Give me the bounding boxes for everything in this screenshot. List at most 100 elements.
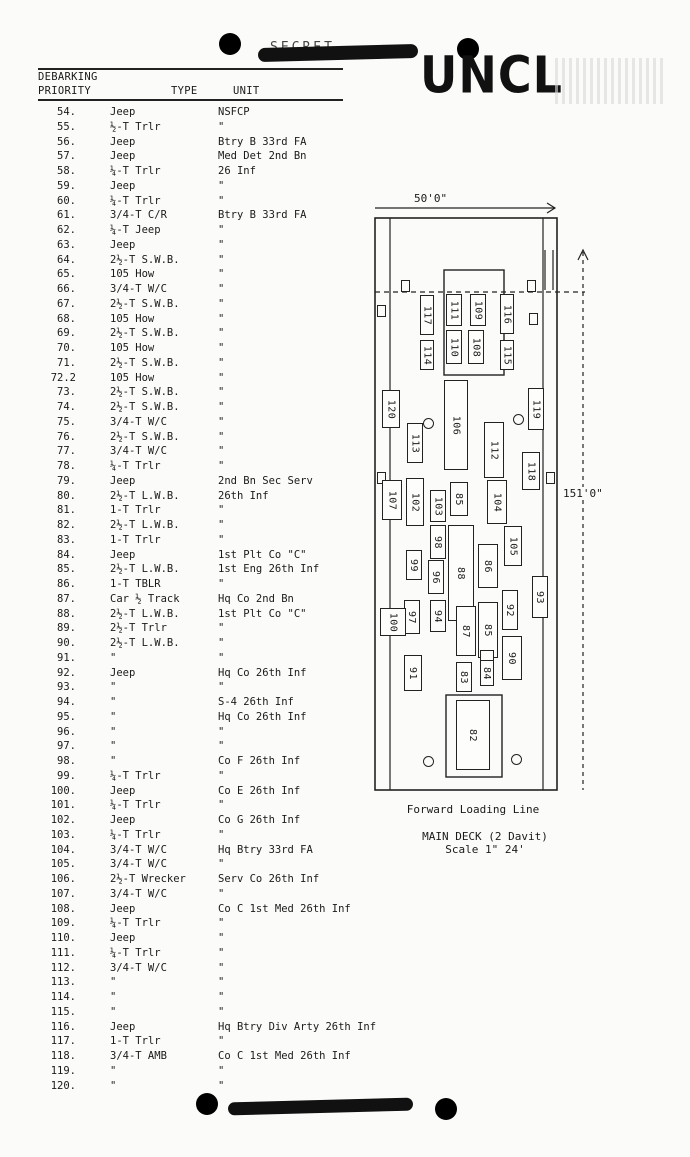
row-num: 112. (50, 961, 76, 974)
row-num: 101. (50, 799, 76, 812)
row-num: 65. (57, 268, 76, 281)
row-type: Jeep (110, 932, 136, 944)
table-row: 55.½-T Trlr" (0, 120, 380, 135)
redaction-bar-top (257, 43, 419, 63)
row-num: 108. (50, 902, 76, 915)
row-num: 59. (57, 179, 76, 192)
row-type: Jeep (110, 784, 136, 797)
vehicle-number: 97 (406, 610, 418, 624)
row-num: 106. (50, 873, 76, 885)
row-unit: NSFCP (218, 106, 250, 118)
row-unit: " (218, 725, 225, 738)
vehicle-number: 91 (407, 666, 419, 680)
vehicle-slot: 87 (456, 606, 476, 656)
row-unit: Btry B 33rd FA (218, 209, 307, 222)
vehicle-slot: 86 (478, 544, 498, 588)
table-row: 76.2½-T S.W.B." (0, 430, 380, 445)
row-unit: Hq Co 26th Inf (218, 710, 307, 723)
vehicle-number: 111 (448, 300, 460, 320)
row-num: 56. (57, 135, 76, 148)
row-num: 67. (57, 297, 76, 310)
row-unit: 26 Inf (218, 165, 256, 177)
row-type: 3/4-T W/C (110, 283, 167, 295)
row-type: 3/4-T W/C (110, 445, 167, 458)
row-type: 105 How (110, 342, 155, 354)
punch-hole-bottom-right (435, 1098, 457, 1120)
deck-fitting (513, 414, 524, 425)
row-unit: " (218, 917, 225, 930)
row-type: Jeep (110, 150, 136, 163)
declassification-stamp: UNCL (420, 45, 563, 105)
row-unit: Co F 26th Inf (218, 755, 301, 767)
vehicle-slot: 109 (470, 294, 486, 326)
row-unit: " (218, 401, 225, 413)
row-type: 2½-T S.W.B. (110, 253, 180, 266)
table-row: 110.Jeep" (0, 931, 380, 946)
vehicle-slot: 90 (502, 636, 522, 680)
row-num: 86. (57, 578, 76, 590)
row-unit: " (218, 460, 225, 472)
row-type: 2½-T L.W.B. (110, 519, 180, 531)
table-row: 59.Jeep" (0, 179, 380, 194)
diagram-scale: Scale 1" 24' (445, 843, 525, 856)
row-type: " (110, 991, 117, 1003)
row-type: 3/4-T W/C (110, 887, 167, 900)
row-num: 63. (57, 238, 76, 251)
row-type: 2½-T L.W.B. (110, 489, 180, 502)
table-row: 60.¼-T Trlr" (0, 194, 380, 209)
table-row: 85.2½-T L.W.B.1st Eng 26th Inf (0, 562, 380, 577)
length-dimension-label: 151'0" (563, 487, 603, 500)
row-num: 102. (50, 814, 76, 826)
row-type: 1-T Trlr (110, 1035, 161, 1048)
row-num: 79. (57, 474, 76, 487)
table-row: 66.3/4-T W/C" (0, 282, 380, 297)
vehicle-number: 120 (385, 399, 397, 419)
vehicle-slot: 82 (456, 700, 490, 770)
vehicle-number: 88 (455, 566, 467, 580)
row-num: 110. (50, 932, 76, 944)
row-type: 1-T Trlr (110, 533, 161, 546)
vehicle-number: 99 (408, 558, 420, 572)
row-type: " (110, 681, 117, 694)
row-num: 113. (50, 976, 76, 989)
row-unit: " (218, 991, 225, 1003)
header-type: TYPE (171, 85, 198, 97)
width-dimension-label: 50'0" (414, 192, 448, 205)
row-num: 97. (57, 740, 76, 753)
row-unit: " (218, 253, 225, 266)
row-unit: " (218, 651, 225, 664)
row-type: Jeep (110, 238, 136, 251)
row-type: 3/4-T W/C (110, 961, 167, 974)
table-row: 119."" (0, 1064, 380, 1079)
row-num: 95. (57, 710, 76, 723)
vehicle-number: 85 (453, 492, 465, 506)
table-row: 73.2½-T S.W.B." (0, 385, 380, 400)
row-unit: " (218, 194, 225, 207)
table-row: 82.2½-T L.W.B." (0, 518, 380, 533)
row-unit: " (218, 887, 225, 900)
vehicle-slot: 97 (404, 600, 420, 634)
row-type: Jeep (110, 1020, 136, 1033)
table-row: 80.2½-T L.W.B.26th Inf (0, 489, 380, 504)
row-num: 93. (57, 681, 76, 694)
vehicle-number: 98 (432, 535, 444, 549)
row-unit: Hq Btry 33rd FA (218, 843, 313, 856)
row-num: 64. (57, 253, 76, 266)
row-type: ¼-T Jeep (110, 224, 161, 236)
table-row: 111.¼-T Trlr" (0, 946, 380, 961)
punch-hole-bottom-left (196, 1093, 218, 1115)
row-unit: " (218, 1005, 225, 1018)
header-rule-bottom (38, 99, 343, 101)
row-type: ¼-T Trlr (110, 799, 161, 812)
row-num: 119. (50, 1064, 76, 1077)
row-unit: " (218, 120, 225, 133)
row-unit: Hq Co 2nd Bn (218, 592, 294, 605)
row-num: 84. (57, 548, 76, 561)
row-type: " (110, 725, 117, 738)
row-num: 81. (57, 504, 76, 517)
